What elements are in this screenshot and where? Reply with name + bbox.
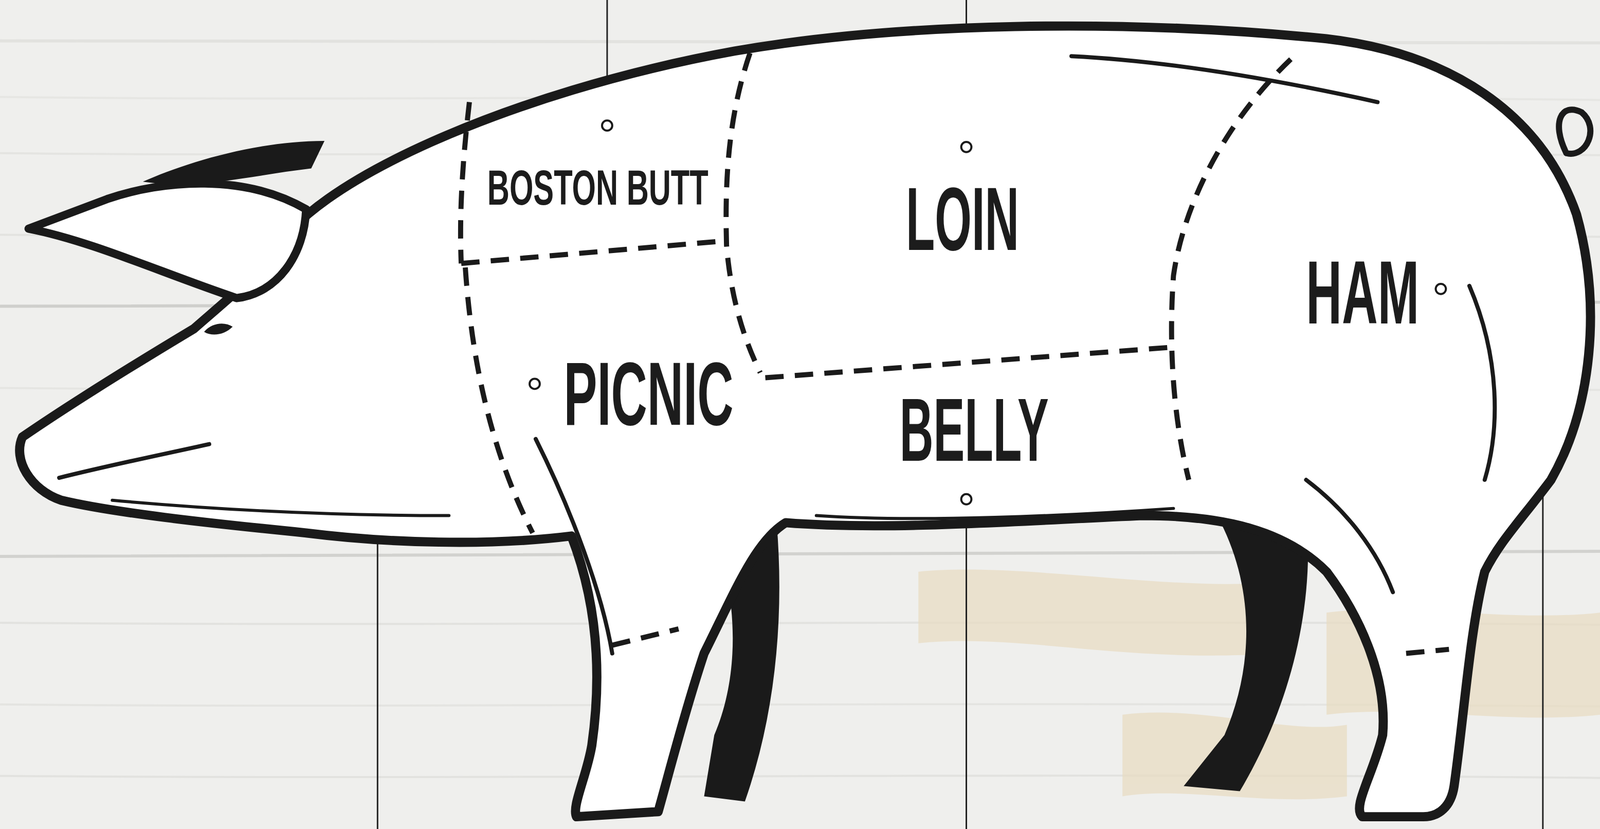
tint-patch [918,569,1276,656]
cut-label: BOSTON BUTT [487,162,709,213]
belly-crease [816,508,1174,519]
cut-line [725,52,760,373]
leader-dot [961,141,972,153]
pig-tail [1558,109,1591,154]
cut-lines [460,52,1449,653]
cut-line [612,628,679,646]
pig-ear [28,183,307,299]
leg-crease [535,439,613,654]
cut-label-holder: PICNIC [496,348,802,439]
jaw-line [112,500,449,516]
cut-line [765,347,1174,378]
cut-label-holder: HAM [1260,247,1466,338]
ham-crease [1469,285,1495,480]
leader-line [965,504,968,829]
cut-line [1406,649,1449,654]
leg-crease [1305,479,1393,592]
cut-line [1171,59,1292,480]
pig-body [19,26,1591,817]
grain-line [0,775,1600,778]
cut-label: PICNIC [564,348,734,439]
cut-label: BELLY [899,384,1049,475]
cut-label-holder: BOSTON BUTT [420,162,776,213]
pig-details [59,56,1591,653]
cut-line [465,267,533,533]
cut-label: HAM [1305,247,1420,338]
cut-line [460,102,470,264]
back-crease [1071,56,1378,102]
leader-dot [1435,283,1446,295]
leader-dot [529,378,540,390]
pig-eye [204,323,233,335]
cut-label-holder: BELLY [830,384,1118,475]
cut-line [461,241,725,264]
pig-ear-tuft [142,140,325,185]
far-rear-leg [1183,510,1308,792]
far-legs [703,510,1308,802]
leader-dot [961,494,972,505]
cut-label: LOIN [905,173,1020,264]
leader-dot [602,120,613,131]
cut-label-holder: LOIN [855,173,1070,264]
mouth-line [59,444,210,479]
